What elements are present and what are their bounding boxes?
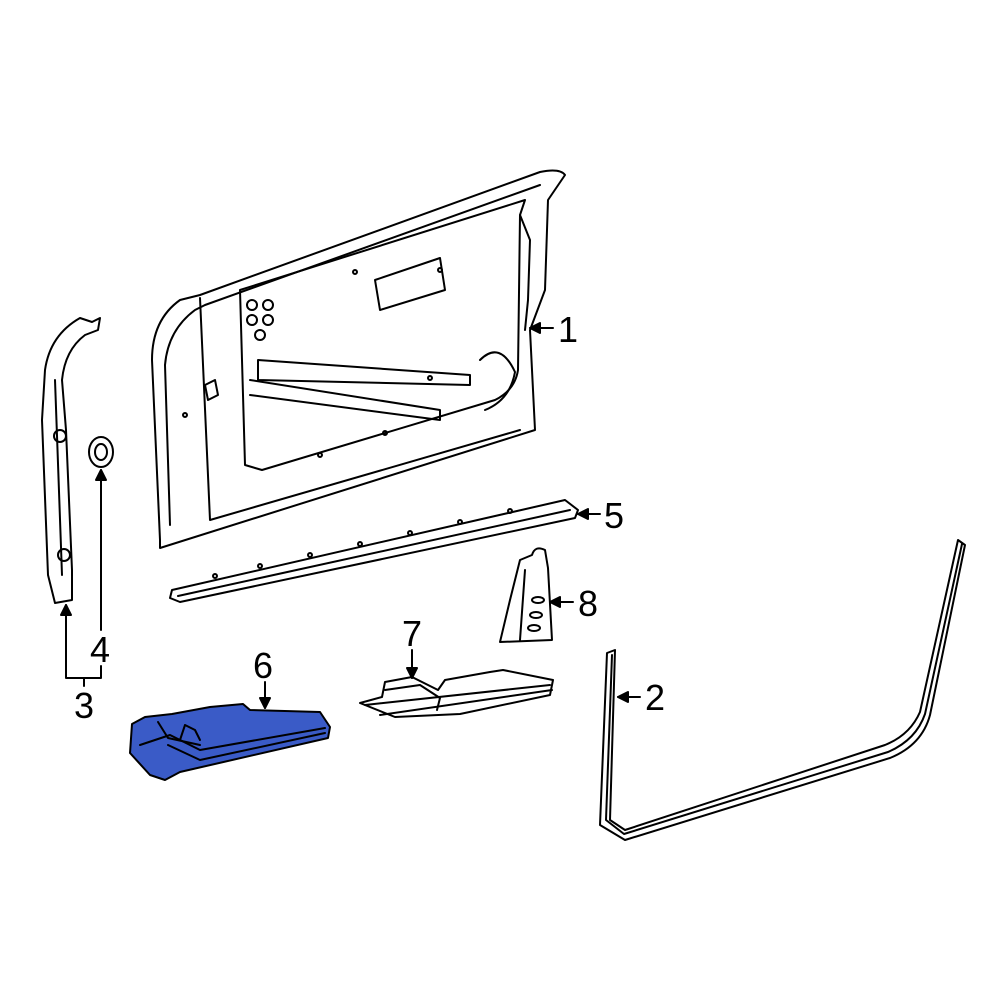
callout-1: 1 xyxy=(558,309,579,350)
part-1-door-shell[interactable] xyxy=(151,169,566,549)
part-4-grommet[interactable] xyxy=(88,436,114,468)
part-3-frame-trim-strip[interactable] xyxy=(41,317,101,604)
callout-7: 7 xyxy=(402,613,423,654)
part-7-bracket[interactable] xyxy=(359,669,554,718)
callout-3: 3 xyxy=(74,685,95,726)
part-5-belt-molding[interactable] xyxy=(169,499,579,603)
callout-6: 6 xyxy=(253,645,274,686)
part-8-support-bracket[interactable] xyxy=(499,547,553,643)
part-2-weatherstrip[interactable] xyxy=(599,539,966,841)
callout-8: 8 xyxy=(578,583,599,624)
part-6-lower-trim-panel[interactable] xyxy=(129,703,331,781)
callout-2: 2 xyxy=(645,677,666,718)
callout-5: 5 xyxy=(604,495,625,536)
callout-4: 4 xyxy=(90,629,111,670)
leader-lines xyxy=(60,322,641,709)
